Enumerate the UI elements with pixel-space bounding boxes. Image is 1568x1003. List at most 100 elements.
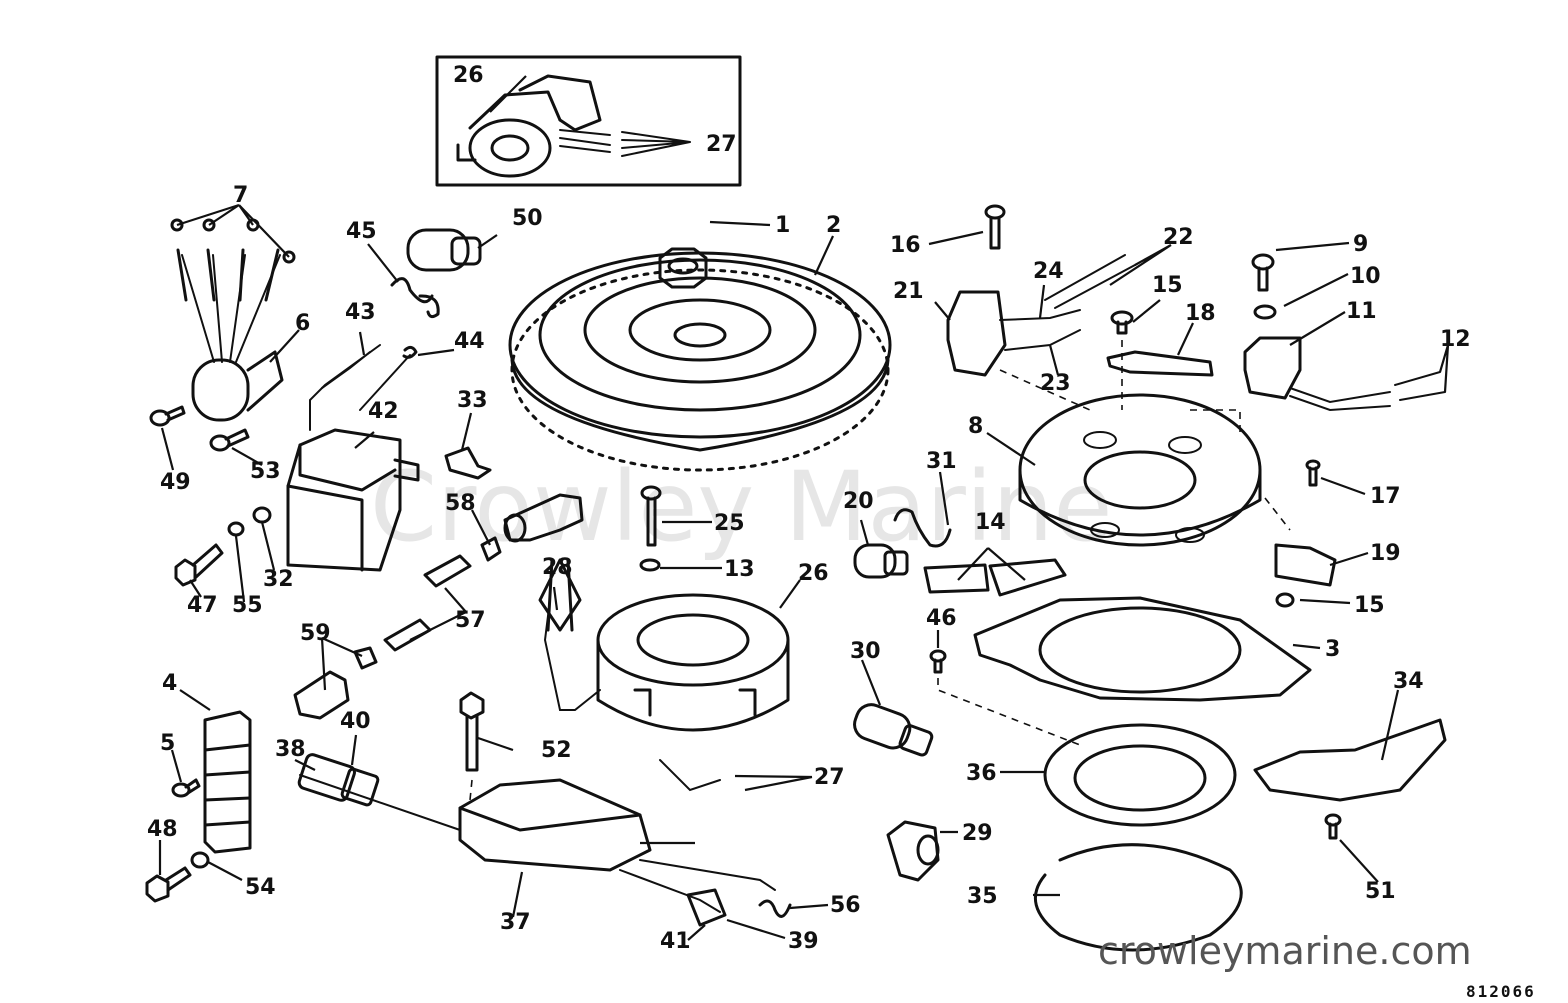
terminals-28: [538, 558, 582, 632]
armature-plate-8: [1018, 393, 1262, 547]
callout-46: 46: [926, 606, 957, 631]
callout-17: 17: [1370, 484, 1401, 509]
clamp-33: [444, 446, 492, 480]
boot-59: [293, 646, 378, 720]
callout-18: 18: [1185, 301, 1216, 326]
screw-16: [984, 204, 1006, 250]
callout-10: 10: [1350, 264, 1381, 289]
callout-1: 1: [775, 213, 790, 238]
assembly-line: [937, 678, 1081, 746]
washer-54: [190, 851, 210, 869]
callout-57: 57: [455, 608, 486, 633]
callout-5: 5: [160, 731, 175, 756]
callout-21: 21: [893, 279, 924, 304]
spring-31: [893, 508, 952, 548]
assembly-line: [469, 779, 473, 801]
callout-51: 51: [1365, 879, 1396, 904]
connector-30: [853, 703, 934, 757]
assembly-line: [1190, 409, 1241, 432]
site-url: crowleymarine.com: [1098, 929, 1472, 973]
charge-coil-21: [946, 254, 1136, 377]
ignition-coil-42: [286, 344, 420, 572]
bolt-47: [174, 543, 224, 587]
callout-41: 41: [660, 929, 691, 954]
connector-20: [853, 543, 909, 579]
screw-51: [1324, 813, 1342, 840]
washer-13: [639, 558, 661, 572]
screw-5: [171, 778, 201, 798]
callout-58: 58: [445, 491, 476, 516]
callout-50: 50: [512, 206, 543, 231]
callout-42: 42: [368, 399, 399, 424]
callout-40: 40: [340, 709, 371, 734]
callout-30: 30: [850, 639, 881, 664]
retaining-ring-35: [1034, 843, 1243, 952]
callout-25: 25: [714, 511, 745, 536]
washer-10: [1253, 304, 1277, 320]
stator-26: [543, 593, 790, 792]
strap-18: [1106, 350, 1214, 377]
screw-25: [640, 485, 662, 547]
callout-45: 45: [346, 219, 377, 244]
bracket-19: [1274, 543, 1337, 587]
coil-11: [1243, 336, 1446, 412]
connector-38: [297, 753, 380, 807]
callout-34: 34: [1393, 669, 1424, 694]
support-ring-36: [1043, 723, 1237, 827]
callout-59: 59: [300, 621, 331, 646]
terminal-41: [686, 888, 727, 927]
bushing-29: [886, 820, 940, 882]
callout-35: 35: [967, 884, 998, 909]
callout-31: 31: [926, 449, 957, 474]
callout-19: 19: [1370, 541, 1401, 566]
retainer-plate-3: [973, 596, 1312, 702]
leader-lines: [158, 75, 1450, 941]
spring-56: [758, 899, 792, 918]
terminal-44: [402, 345, 418, 359]
callout-54: 54: [245, 875, 276, 900]
callout-47: 47: [187, 593, 218, 618]
callout-23: 23: [1040, 371, 1071, 396]
screw-49: [149, 405, 186, 427]
callout-13: 13: [724, 557, 755, 582]
connector-sleeve-50: [406, 228, 482, 272]
callout-44: 44: [454, 329, 485, 354]
inset-box: [435, 55, 742, 187]
callout-27-inset: 27: [706, 132, 737, 157]
callout-52: 52: [541, 738, 572, 763]
callout-15-lower: 15: [1354, 593, 1385, 618]
washer-32: [252, 506, 272, 524]
callout-38: 38: [275, 737, 306, 762]
elbow-58: [480, 493, 584, 562]
callout-37: 37: [500, 910, 531, 935]
callout-55: 55: [232, 593, 263, 618]
callout-8: 8: [968, 414, 983, 439]
callout-11: 11: [1346, 299, 1377, 324]
watermark: Crowley Marine: [370, 451, 1112, 563]
callout-7: 7: [233, 183, 248, 208]
callout-16: 16: [890, 233, 921, 258]
callout-49: 49: [160, 470, 191, 495]
callout-32: 32: [263, 567, 294, 592]
callout-22: 22: [1163, 225, 1194, 250]
bolt-48: [145, 866, 192, 903]
cam-34: [1253, 718, 1447, 802]
callout-29: 29: [962, 821, 993, 846]
callout-26-inset: 26: [453, 63, 484, 88]
callout-6: 6: [295, 311, 310, 336]
callout-2: 2: [826, 213, 841, 238]
callout-27: 27: [814, 765, 845, 790]
callout-36: 36: [966, 761, 997, 786]
callout-53: 53: [250, 459, 281, 484]
callout-9: 9: [1353, 232, 1368, 257]
terminal-block-4: [203, 710, 252, 854]
screw-53: [209, 428, 250, 452]
callout-24: 24: [1033, 259, 1064, 284]
callout-39: 39: [788, 929, 819, 954]
callout-56: 56: [830, 893, 861, 918]
callout-12: 12: [1440, 327, 1471, 352]
sleeves-14: [923, 558, 1067, 597]
callout-43: 43: [345, 300, 376, 325]
ignition-coil-6: [170, 218, 296, 422]
screw-46: [929, 649, 947, 674]
